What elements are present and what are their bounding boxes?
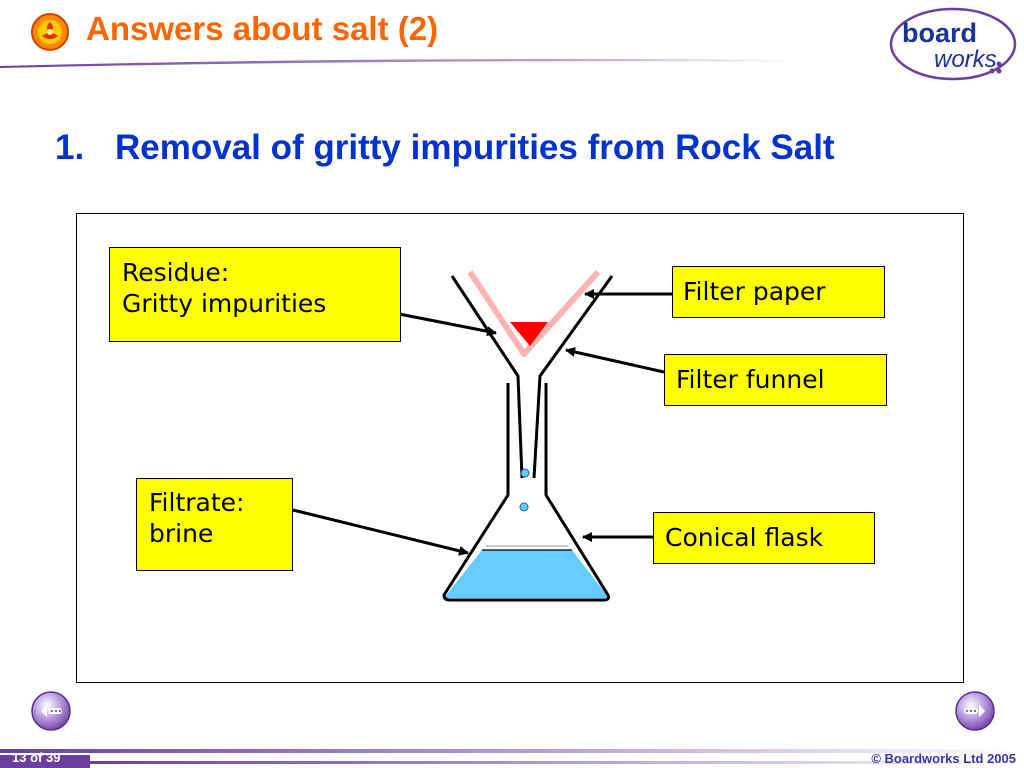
subheading: 1. Removal of gritty impurities from Rock… <box>55 128 835 168</box>
previous-arrow-icon <box>41 705 62 717</box>
label-filter-paper: Filter paper <box>672 266 885 318</box>
label-filter-funnel: Filter funnel <box>664 354 887 406</box>
page-separator: of <box>30 750 43 765</box>
flower-icon <box>31 13 69 51</box>
label-residue: Residue: Gritty impurities <box>109 247 401 342</box>
next-button[interactable] <box>954 690 996 732</box>
copyright: © Boardworks Ltd 2005 <box>871 751 1016 766</box>
footer-bar <box>0 749 1024 768</box>
label-residue-line1: Residue: <box>122 258 230 287</box>
label-filtrate-line2: brine <box>149 519 214 548</box>
page-current: 13 <box>12 750 27 765</box>
subheading-text: Removal of gritty impurities from Rock S… <box>115 128 835 167</box>
page-counter: 13 of 39 <box>12 750 60 765</box>
previous-button[interactable] <box>30 690 72 732</box>
subheading-number: 1. <box>55 128 85 167</box>
page-total: 39 <box>46 750 61 765</box>
label-filtrate-line1: Filtrate: <box>149 488 245 517</box>
label-conical-flask: Conical flask <box>653 512 875 564</box>
next-arrow-icon <box>964 705 985 717</box>
boardworks-logo: board works <box>889 7 1017 81</box>
label-residue-line2: Gritty impurities <box>122 289 327 318</box>
logo-text-works: works <box>934 46 997 73</box>
title-underline <box>0 58 800 68</box>
page-title: Answers about salt (2) <box>86 10 439 47</box>
label-filtrate: Filtrate: brine <box>136 478 293 571</box>
logo-text-board: board <box>902 18 977 48</box>
